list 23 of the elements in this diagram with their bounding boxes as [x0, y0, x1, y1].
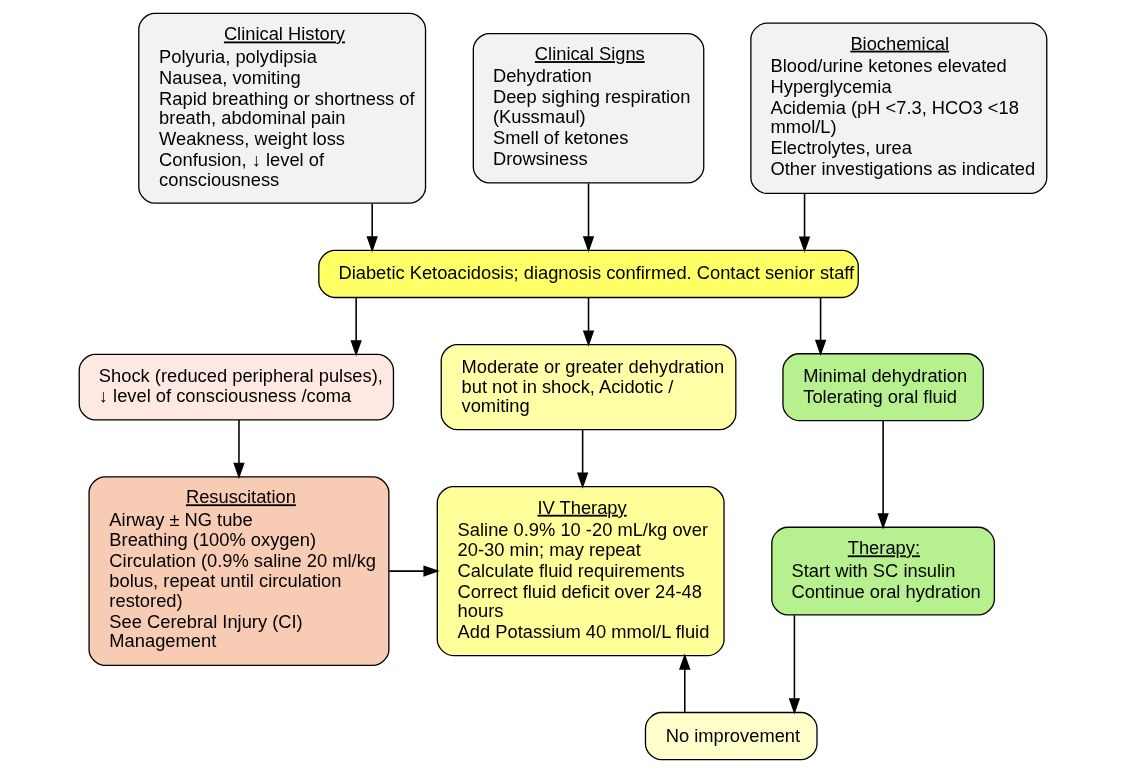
node-box: Moderate or greater dehydration but not in shock, Acidotic / vomiting [440, 343, 737, 431]
arrow [582, 182, 595, 253]
node-box: Minimal dehydration Tolerating oral fluid [782, 353, 984, 422]
node-box: Clinical Signs Dehydration Deep sighing respiration (Kussmaul) Smell of ketones Drowsiness [472, 33, 705, 184]
arrow [350, 297, 362, 357]
node-box: Resuscitation Airway ± NG tube Breathing (100% oxygen) Circulation (0.9% saline 20 ml/kg bolus, repeat until circulation restored) See Cerebral Injury (CI) Management [88, 476, 390, 667]
node-box: Shock (reduced peripheral pulses), ↓ level of consciousness /coma [78, 353, 395, 421]
arrow [388, 565, 440, 577]
arrow [798, 192, 811, 253]
arrow [877, 420, 889, 530]
node-box: Clinical History Polyuria, polydipsia Nausea, vomiting Rapid breathing or shortness of breath, abdominal pain Weakness, weight loss Confusion, ↓ level of consciousness [138, 12, 427, 204]
arrow [814, 297, 827, 357]
arrow [576, 429, 589, 489]
arrow [233, 419, 245, 479]
arrow [788, 614, 801, 715]
node-box: Biochemical Blood/urine ketones elevated Hyperglycemia Acidemia (pH <7.3, HCO3 <18 mmol/L) Electrolytes, urea Other investigations as indicated [750, 22, 1048, 195]
arrow [582, 297, 595, 347]
node-box: Therapy: Start with SC insulin Continue oral hydration [771, 526, 996, 616]
node-box: Diabetic Ketoacidosis; diagnosis confirmed. Contact senior staff [318, 249, 859, 299]
arrow [679, 653, 691, 714]
node-box: No improvement [644, 711, 818, 761]
node-box: IV Therapy Saline 0.9% 10 -20 mL/kg over 20-30 min; may repeat Calculate fluid requirements Correct fluid deficit over 24-48 hours Add Potassium 40 mmol/L fluid [436, 486, 725, 657]
arrow [366, 202, 378, 253]
